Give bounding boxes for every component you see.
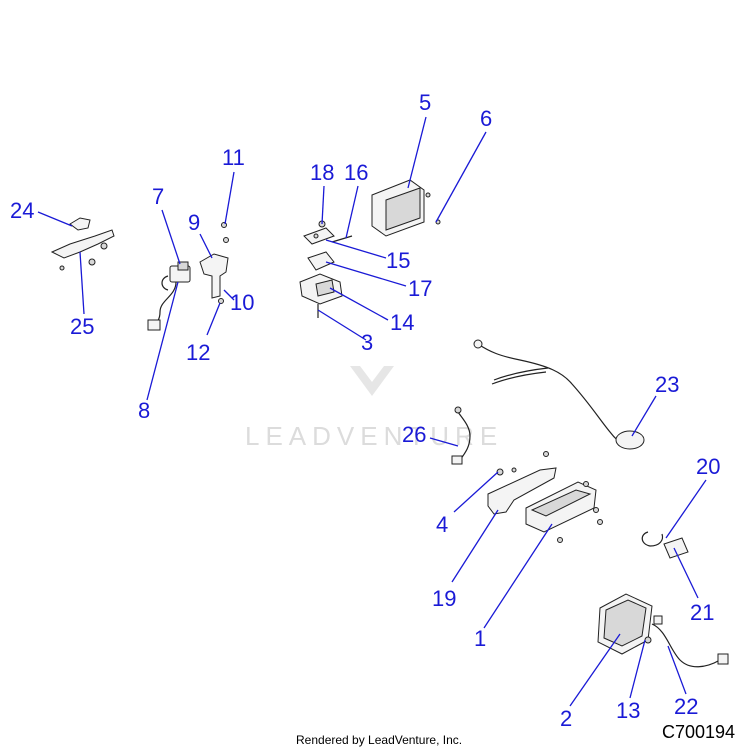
callout-2: 2	[560, 706, 572, 731]
part-bracket-25	[50, 217, 115, 271]
callout-26: 26	[402, 422, 426, 447]
callout-23: 23	[655, 372, 679, 397]
callout-1: 1	[474, 626, 486, 651]
callout-8: 8	[138, 398, 150, 423]
part-regulator-2	[597, 593, 729, 668]
callout-17: 17	[408, 276, 432, 301]
part-antenna-23	[473, 339, 645, 450]
part-ecu-5	[371, 179, 441, 237]
callout-labels: 5 6 16 18 15 17 14 3 11 7 9 10 12 8 24 2…	[10, 90, 720, 731]
callout-7: 7	[152, 184, 164, 209]
callout-25: 25	[70, 314, 94, 339]
part-bracket-9	[199, 222, 229, 304]
callout-16: 16	[344, 160, 368, 185]
part-cable-26	[451, 406, 471, 465]
callout-21: 21	[690, 600, 714, 625]
callout-20: 20	[696, 454, 720, 479]
watermark-text: LEADVENTURE	[245, 421, 503, 451]
watermark-logo	[350, 366, 394, 396]
callout-9: 9	[188, 210, 200, 235]
watermark: LEADVENTURE	[245, 366, 503, 451]
callout-14: 14	[390, 310, 414, 335]
part-plate-19	[487, 451, 557, 515]
footer-credit: Rendered by LeadVenture, Inc.	[296, 733, 462, 747]
part-bracket-14	[299, 273, 343, 318]
callout-12: 12	[186, 340, 210, 365]
callout-10: 10	[230, 290, 254, 315]
part-sensor-7	[147, 261, 191, 331]
callout-22: 22	[674, 694, 698, 719]
callout-6: 6	[480, 106, 492, 131]
callout-13: 13	[616, 698, 640, 723]
leader-lines	[37, 116, 707, 707]
callout-18: 18	[310, 160, 334, 185]
callout-3: 3	[361, 330, 373, 355]
part-switch-20	[641, 531, 689, 559]
callout-4: 4	[436, 512, 448, 537]
callout-5: 5	[419, 90, 431, 115]
callout-19: 19	[432, 586, 456, 611]
diagram-code: C700194	[662, 722, 735, 742]
callout-11: 11	[222, 145, 245, 170]
callout-24: 24	[10, 198, 34, 223]
callout-15: 15	[386, 248, 410, 273]
part-relay-box-1	[525, 481, 603, 543]
